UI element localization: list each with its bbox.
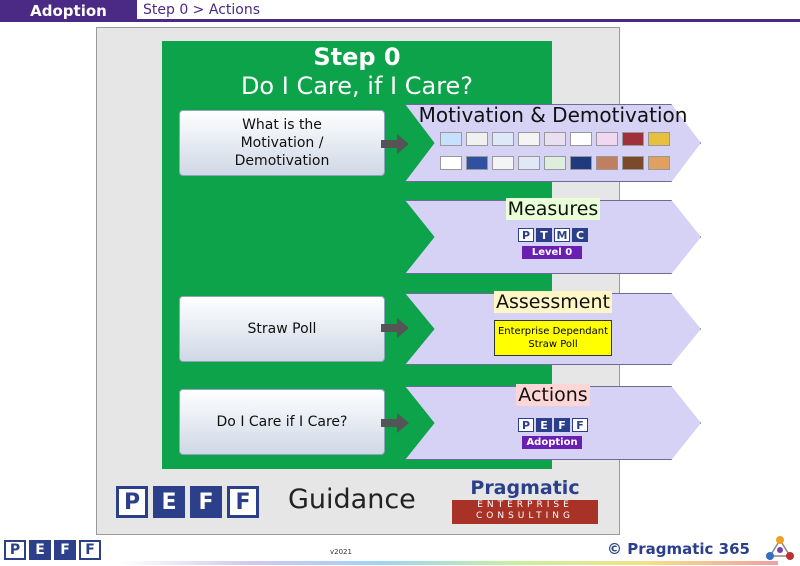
question-label: Do I Care if I Care? bbox=[216, 414, 348, 430]
peff-logo: P E F F bbox=[116, 486, 259, 518]
logo-letter: F bbox=[572, 418, 588, 432]
thumbnail-image bbox=[466, 156, 488, 170]
chevron-measures-title: Measures bbox=[405, 198, 701, 220]
motivation-thumbnail-grid bbox=[440, 132, 672, 178]
version-label: v2021 bbox=[330, 548, 352, 556]
logo-letter: F bbox=[227, 486, 259, 518]
logo-letter: P bbox=[4, 540, 26, 560]
peff-mini-logo: P E F F bbox=[518, 418, 588, 432]
measures-label: Measures bbox=[505, 198, 601, 220]
assessment-note-line: Enterprise Dependant bbox=[497, 326, 609, 337]
logo-letter: M bbox=[554, 228, 570, 242]
question-label: Straw Poll bbox=[247, 321, 317, 337]
breadcrumb: Step 0 > Actions bbox=[137, 0, 800, 22]
logo-letter: E bbox=[536, 418, 552, 432]
thumbnail-image bbox=[492, 156, 514, 170]
arrow-right-icon bbox=[381, 318, 409, 338]
question-line: Demotivation bbox=[234, 153, 330, 169]
assessment-label: Assessment bbox=[494, 291, 612, 313]
question-box-do-i-care[interactable]: Do I Care if I Care? bbox=[179, 389, 385, 455]
logo-letter: P bbox=[518, 418, 534, 432]
step-subtitle: Do I Care, if I Care? bbox=[240, 72, 474, 100]
assessment-note: Enterprise Dependant Straw Poll bbox=[494, 320, 612, 356]
adoption-badge: Adoption bbox=[522, 436, 582, 449]
question-line: What is the bbox=[242, 117, 322, 133]
tab-adoption[interactable]: Adoption bbox=[0, 0, 137, 22]
thumbnail-image bbox=[440, 156, 462, 170]
arrow-right-icon bbox=[381, 134, 409, 154]
chevron-actions-title: Actions bbox=[405, 384, 701, 406]
logo-letter: E bbox=[29, 540, 51, 560]
tagline-line: ENTERPRISE bbox=[477, 500, 573, 510]
logo-letter: P bbox=[518, 228, 534, 242]
chevron-assessment-title: Assessment bbox=[405, 291, 701, 313]
ptmc-logo: P T M C bbox=[518, 228, 588, 242]
logo-letter: F bbox=[554, 418, 570, 432]
logo-letter: F bbox=[54, 540, 76, 560]
thumbnail-image bbox=[648, 156, 670, 170]
question-box-straw-poll[interactable]: Straw Poll bbox=[179, 296, 385, 362]
pragmatic-brand-name: Pragmatic bbox=[470, 477, 580, 499]
footer-peff-logo: P E F F bbox=[4, 540, 101, 560]
thumbnail-image bbox=[518, 132, 540, 146]
copyright-text: © Pragmatic 365 bbox=[607, 540, 750, 558]
thumbnail-image bbox=[570, 132, 592, 146]
thumbnail-image bbox=[440, 132, 462, 146]
thumbnail-image bbox=[622, 156, 644, 170]
logo-letter: T bbox=[536, 228, 552, 242]
thumbnail-image bbox=[648, 132, 670, 146]
thumbnail-image bbox=[596, 156, 618, 170]
footer-gradient-line bbox=[118, 561, 778, 565]
chevron-motivation-title: Motivation & Demotivation bbox=[418, 103, 688, 127]
thumbnail-image bbox=[466, 132, 488, 146]
actions-label: Actions bbox=[516, 384, 590, 406]
pragmatic-brand-tagline: ENTERPRISE CONSULTING bbox=[452, 500, 598, 524]
thumbnail-image bbox=[544, 132, 566, 146]
guidance-label: Guidance bbox=[288, 484, 416, 515]
logo-letter: P bbox=[116, 486, 148, 518]
arrow-right-icon bbox=[381, 413, 409, 433]
logo-letter: E bbox=[153, 486, 185, 518]
logo-letter: C bbox=[572, 228, 588, 242]
thumbnail-image bbox=[518, 156, 540, 170]
logo-letter: F bbox=[79, 540, 101, 560]
thumbnail-image bbox=[570, 156, 592, 170]
network-logo-icon bbox=[766, 536, 794, 560]
question-box-motivation[interactable]: What is the Motivation / Demotivation bbox=[179, 110, 385, 176]
step-title: Step 0 bbox=[313, 43, 401, 71]
thumbnail-image bbox=[622, 132, 644, 146]
tagline-line: CONSULTING bbox=[475, 511, 575, 521]
level-badge: Level 0 bbox=[522, 246, 582, 259]
thumbnail-image bbox=[492, 132, 514, 146]
question-line: Motivation / bbox=[240, 135, 324, 151]
thumbnail-image bbox=[544, 156, 566, 170]
logo-letter: F bbox=[190, 486, 222, 518]
assessment-note-line: Straw Poll bbox=[528, 339, 578, 350]
thumbnail-image bbox=[596, 132, 618, 146]
